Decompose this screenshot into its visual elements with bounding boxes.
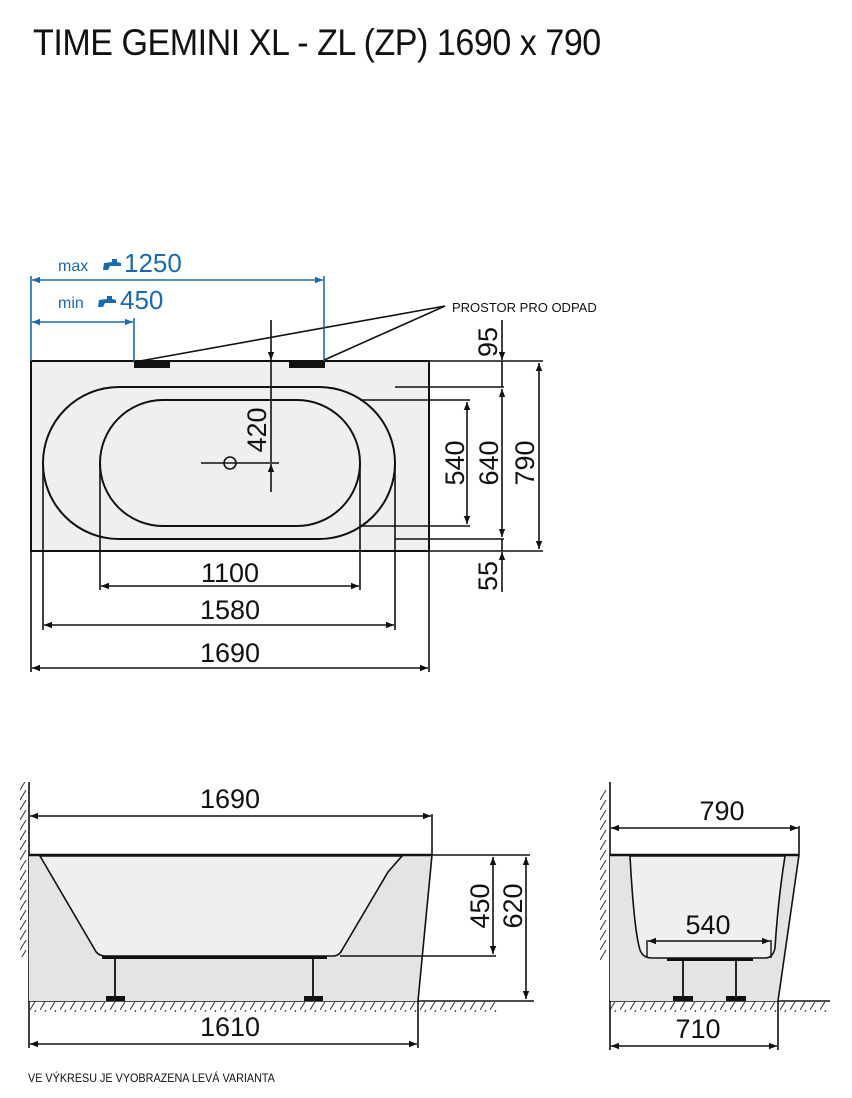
end-view: 790 540 710 — [600, 782, 830, 1050]
dim-total-width: 790 — [510, 440, 540, 485]
dim-mid-width: 640 — [474, 440, 504, 485]
dim-inner-width: 540 — [440, 440, 470, 485]
faucet-icon — [98, 296, 116, 307]
svg-text:max: max — [58, 258, 88, 275]
top-view: PROSTOR PRO ODPAD max 1250 min 450 420 — [30, 248, 597, 672]
dim-mid-length: 1580 — [200, 595, 260, 625]
drawing-footnote: VE VÝKRESU JE VYOBRAZENA LEVÁ VARIANTA — [28, 1071, 275, 1085]
dim-total-length: 1690 — [200, 638, 260, 668]
svg-text:1250: 1250 — [124, 248, 182, 278]
drain-space-min — [134, 361, 170, 368]
page-title: TIME GEMINI XL - ZL (ZP) 1690 x 790 — [33, 22, 601, 63]
foot — [304, 996, 323, 1001]
faucet-min-label: min 450 — [58, 285, 163, 315]
faucet-max-label: max 1250 — [58, 248, 182, 278]
dim-drain-center: 420 — [242, 407, 272, 452]
drain-icon — [223, 456, 237, 470]
dim-inner-length: 1100 — [201, 558, 259, 588]
foot — [673, 996, 693, 1001]
svg-text:min: min — [58, 295, 84, 312]
end-dim-base-width: 710 — [675, 1014, 720, 1044]
side-view: 1690 450 620 1610 — [19, 782, 534, 1048]
side-dim-base-length: 1610 — [200, 1012, 260, 1042]
drain-space-max — [289, 361, 325, 368]
side-dim-total-height: 620 — [498, 883, 528, 928]
drain-space-label: PROSTOR PRO ODPAD — [452, 300, 597, 315]
end-dim-bottom-width: 540 — [685, 910, 730, 940]
side-dim-inner-depth: 450 — [465, 883, 495, 928]
tub-outline-top — [30, 360, 430, 552]
dim-rim-offset-bottom: 55 — [473, 561, 503, 591]
foot — [726, 996, 746, 1001]
faucet-icon — [103, 259, 121, 270]
side-dim-total-length: 1690 — [200, 784, 260, 814]
foot — [106, 996, 125, 1001]
svg-text:450: 450 — [120, 285, 163, 315]
end-dim-total-width: 790 — [699, 796, 744, 826]
dim-rim-offset-top: 95 — [473, 327, 503, 357]
